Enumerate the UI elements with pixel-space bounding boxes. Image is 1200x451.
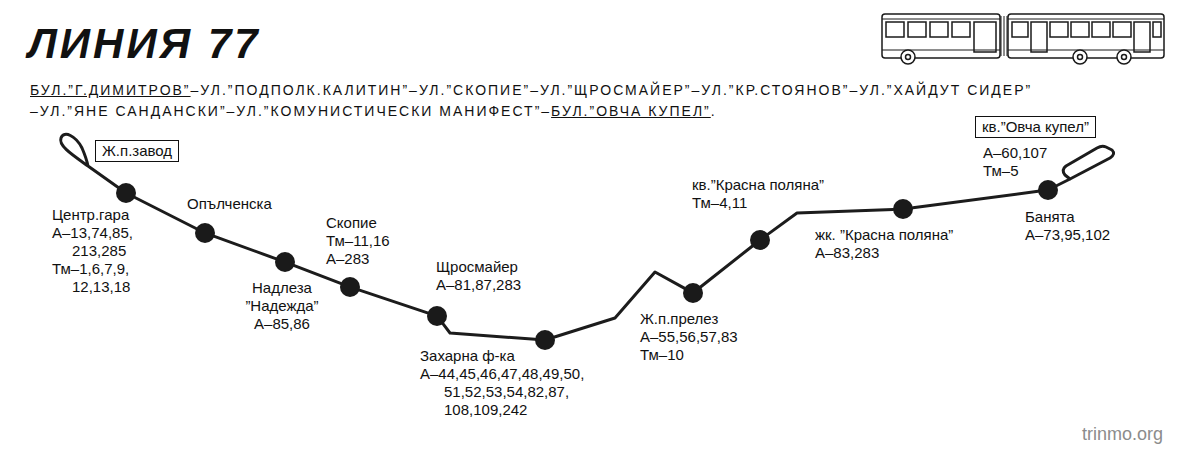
route-line xyxy=(214,236,275,258)
watermark: trinmo.org xyxy=(1082,423,1163,445)
terminal-name-block: Ж.п.завод xyxy=(102,142,172,160)
stop-name: Щросмайер xyxy=(436,258,521,276)
stop-name: Центр.гара xyxy=(52,206,148,224)
route-numbers: Тм–5 xyxy=(983,162,1047,180)
street-name: –УЛ.”ПОДПОЛК.КАЛИТИН”–УЛ.”СКОПИЕ”–УЛ.”ЩР… xyxy=(191,82,1033,99)
stop-label: БанятаА–73,95,102 xyxy=(1025,208,1110,244)
stop-label: Надлеза ”Надежда”А–85,86 xyxy=(230,279,334,333)
route-numbers: Тм–10 xyxy=(640,346,738,364)
street-name: –УЛ.”ЯНЕ САНДАНСКИ”–УЛ.”КОМУНИСТИЧЕСКИ М… xyxy=(30,103,551,120)
route-line xyxy=(135,198,196,229)
route-numbers: А–73,95,102 xyxy=(1025,226,1110,244)
terminal-name-block: кв.”Овча купел” xyxy=(982,118,1089,136)
watermark-block: trinmo.org xyxy=(1082,423,1163,445)
route-line xyxy=(443,324,535,339)
stop-name: Ж.п.прелез xyxy=(640,310,738,328)
terminal-label: А–60,107Тм–5 xyxy=(983,144,1047,180)
stop-dot: Захарна ф-каА–44,45,46,47,48,49,50, 51,5… xyxy=(535,330,555,350)
stop-dot: СкопиеТм–11,16А–283 xyxy=(340,277,360,297)
stop-name: Надлеза ”Надежда” xyxy=(230,279,334,315)
bus-illustration xyxy=(882,14,1164,64)
route-line xyxy=(359,290,427,313)
route-numbers: А–85,86 xyxy=(230,315,334,333)
stop-label: Захарна ф-каА–44,45,46,47,48,49,50, 51,5… xyxy=(420,347,596,419)
terminal-box: кв.”Овча купел”А–60,107Тм–5 xyxy=(975,116,1096,138)
stop-dot: жк. ”Красна поляна”А–83,283 xyxy=(893,199,913,219)
stop-dot: Опълченска xyxy=(195,223,215,243)
stop-name: Опълченска xyxy=(187,195,272,213)
route-line xyxy=(701,246,752,287)
route-numbers: А–83,283 xyxy=(815,244,953,262)
stop-label: Опълченска xyxy=(187,195,272,213)
street-name: БУЛ.”Г.ДИМИТРОВ” xyxy=(30,82,191,99)
street-list: БУЛ.”Г.ДИМИТРОВ”–УЛ.”ПОДПОЛК.КАЛИТИН”–УЛ… xyxy=(30,82,1032,99)
route-numbers: А–283 xyxy=(326,250,390,268)
terminal-box: Ж.п.завод xyxy=(95,140,179,162)
route-numbers: Тм–4,11 xyxy=(692,194,824,212)
stop-label: СкопиеТм–11,16А–283 xyxy=(326,214,390,268)
stop-name: жк. ”Красна поляна” xyxy=(815,226,953,244)
stop-dot: Центр.гараА–13,74,85, 213,285Тм–1,6,7,9,… xyxy=(116,183,136,203)
stop-label: ЩросмайерА–81,87,283 xyxy=(436,258,521,294)
stop-name: Ж.п.завод xyxy=(102,142,172,160)
street-list: –УЛ.”ЯНЕ САНДАНСКИ”–УЛ.”КОМУНИСТИЧЕСКИ М… xyxy=(30,103,717,120)
route-numbers: А–81,87,283 xyxy=(436,276,521,294)
street-name: БУЛ.”ОВЧА КУПЕЛ” xyxy=(551,103,711,120)
stop-name: кв.”Овча купел” xyxy=(982,118,1089,136)
stop-name: Банята xyxy=(1025,208,1110,226)
stop-dot: Ж.п.прелезА–55,56,57,83Тм–10 xyxy=(683,283,703,303)
terminal-loop xyxy=(1048,146,1114,190)
stop-dot: ЩросмайерА–81,87,283 xyxy=(427,306,447,326)
route-numbers: А–13,74,85, 213,285 xyxy=(52,224,148,260)
stop-name: Скопие xyxy=(326,214,390,232)
stop-label: Центр.гараА–13,74,85, 213,285Тм–1,6,7,9,… xyxy=(52,206,148,296)
route-line xyxy=(913,191,1038,207)
street-name: . xyxy=(711,103,717,120)
route-numbers: А–60,107 xyxy=(983,144,1047,162)
stop-name: кв.”Красна поляна” xyxy=(692,176,824,194)
line-title: ЛИНИЯ 77 xyxy=(28,20,261,68)
stop-dot: БанятаА–73,95,102 xyxy=(1038,180,1058,200)
stop-label: жк. ”Красна поляна”А–83,283 xyxy=(815,226,953,262)
stop-label: кв.”Красна поляна”Тм–4,11 xyxy=(692,176,824,212)
stop-dot: Надлеза ”Надежда”А–85,86 xyxy=(275,252,295,272)
route-numbers: Тм–11,16 xyxy=(326,232,390,250)
stop-label: Ж.п.прелезА–55,56,57,83Тм–10 xyxy=(640,310,738,364)
title-block: ЛИНИЯ 77 xyxy=(28,20,261,68)
route-numbers: А–55,56,57,83 xyxy=(640,328,738,346)
route-line xyxy=(555,272,685,337)
route-numbers: А–44,45,46,47,48,49,50, 51,52,53,54,82,8… xyxy=(420,365,596,419)
stop-dot: кв.”Красна поляна”Тм–4,11 xyxy=(750,230,770,250)
stop-name: Захарна ф-ка xyxy=(420,347,596,365)
route-numbers: Тм–1,6,7,9, 12,13,18 xyxy=(52,260,148,296)
